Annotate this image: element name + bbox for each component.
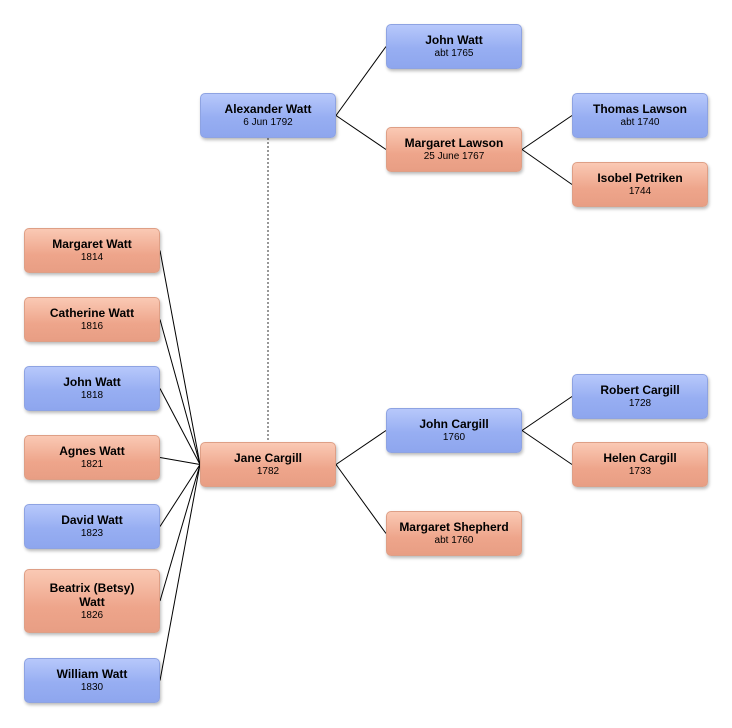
person-date: 1782: [256, 466, 280, 477]
person-name: John Cargill: [419, 417, 489, 431]
child-link-line: [159, 464, 201, 681]
person-date: abt 1740: [620, 117, 660, 128]
person-date: 1733: [628, 466, 652, 477]
person-date: 6 Jun 1792: [243, 117, 293, 128]
parent-link-line: [521, 396, 573, 431]
person-date: 25 June 1767: [423, 151, 485, 162]
connector-lines: [159, 46, 573, 681]
person-date: 1760: [442, 432, 466, 443]
person-name: David Watt: [61, 513, 123, 527]
child-link-line: [159, 457, 201, 465]
parent-link-line: [521, 115, 573, 150]
parent-link-line: [335, 464, 387, 534]
person-name: Alexander Watt: [224, 102, 312, 116]
person-date: 1818: [80, 390, 104, 401]
person-date: 1814: [80, 252, 104, 263]
person-name: Robert Cargill: [600, 383, 680, 397]
parent-link-line: [335, 115, 387, 150]
parent-link-line: [335, 430, 387, 465]
person-date: 1744: [628, 186, 652, 197]
person-date: 1816: [80, 321, 104, 332]
person-name: Agnes Watt: [59, 444, 125, 458]
person-date: 1826: [80, 609, 104, 621]
person-name: William Watt: [56, 667, 128, 681]
child-link-line: [159, 464, 201, 602]
child-link-line: [159, 388, 201, 465]
person-name: Catherine Watt: [49, 306, 135, 320]
person-date: 1728: [628, 398, 652, 409]
person-name: John Watt: [425, 33, 483, 47]
child-link-line: [159, 464, 201, 527]
person-date: abt 1760: [434, 535, 474, 546]
person-name: Margaret Shepherd: [399, 520, 509, 534]
person-name: Margaret Lawson: [404, 136, 504, 150]
person-name: Thomas Lawson: [592, 102, 687, 116]
parent-link-line: [335, 46, 387, 116]
parent-link-line: [521, 149, 573, 185]
person-name: Beatrix (Betsy) Watt: [49, 580, 135, 609]
person-date: 1823: [80, 528, 104, 539]
person-date: 1821: [80, 459, 104, 470]
person-name: Margaret Watt: [52, 237, 132, 251]
person-date: abt 1765: [434, 48, 474, 59]
parent-link-line: [521, 430, 573, 465]
person-name: John Watt: [63, 375, 121, 389]
person-date: 1830: [80, 682, 104, 693]
person-name: Isobel Petriken: [597, 171, 683, 185]
person-name: Jane Cargill: [233, 451, 303, 465]
child-link-line: [159, 319, 201, 465]
child-link-line: [159, 250, 201, 465]
person-name: Helen Cargill: [603, 451, 677, 465]
